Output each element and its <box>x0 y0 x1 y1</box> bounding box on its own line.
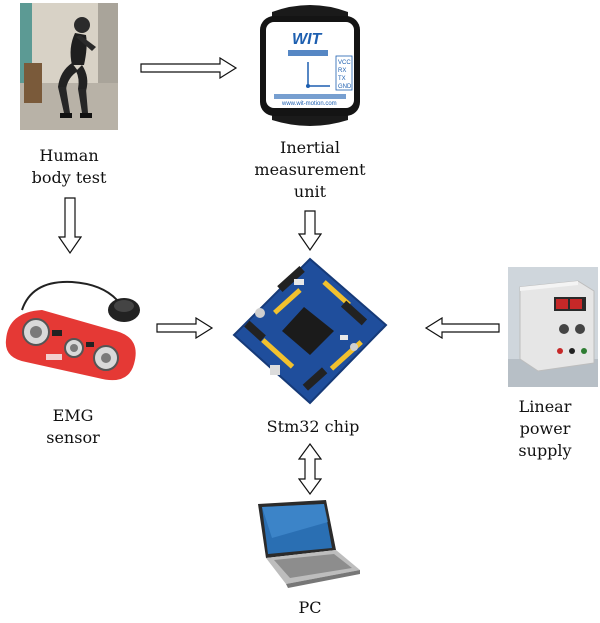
imu-label: Inertial measurement unit <box>245 137 375 203</box>
stm32-label: Stm32 chip <box>248 416 378 438</box>
imu-label-line-1: Inertial <box>280 138 340 157</box>
imu-url-text: www.wit-motion.com <box>281 101 337 107</box>
emg-label-line-2: sensor <box>46 428 100 447</box>
human-label-line-1: Human <box>39 146 99 165</box>
imu-pin-gnd: GND <box>338 84 352 90</box>
psu-label-line-2: power <box>519 419 571 438</box>
linear-power-supply-label: Linear power supply <box>490 396 600 462</box>
emg-sensor-board-icon <box>5 280 140 381</box>
stm32-board <box>230 255 390 415</box>
arrow-human-to-imu <box>140 57 238 79</box>
imu-pin-rx: RX <box>338 68 346 74</box>
stm32-dev-board-icon <box>232 257 388 405</box>
imu-pin-vcc: VCC <box>338 60 351 66</box>
imu-label-line-3: unit <box>293 182 327 201</box>
pc-label-line-1: PC <box>298 598 322 617</box>
emg-label-line-1: EMG <box>52 406 94 425</box>
psu-label-line-3: supply <box>518 441 572 460</box>
arrow-human-to-emg <box>58 197 82 255</box>
human-label-line-2: body test <box>31 168 107 187</box>
imu-label-line-2: measurement <box>254 160 366 179</box>
imu-sensor-icon: WIT VCC RX TX GND www.wit-motion.com <box>260 5 360 126</box>
arrow-psu-to-stm32 <box>424 317 500 339</box>
imu-pin-tx: TX <box>338 76 346 82</box>
arrow-emg-to-stm32 <box>156 317 214 339</box>
human-body-test-label: Human body test <box>14 145 124 189</box>
linear-power-supply-device <box>508 267 598 387</box>
stm32-label-line-1: Stm32 chip <box>266 417 360 436</box>
linear-power-supply-icon <box>508 267 598 387</box>
imu-brand-text: WIT <box>292 31 323 48</box>
arrow-imu-to-stm32 <box>298 210 322 252</box>
human-body-test-photo <box>20 3 118 130</box>
laptop-icon <box>258 500 360 588</box>
person-squatting-photo-icon <box>20 3 118 130</box>
emg-sensor-label: EMG sensor <box>18 405 128 449</box>
imu-device: WIT VCC RX TX GND www.wit-motion.com <box>252 2 368 130</box>
pc-label: PC <box>270 597 350 619</box>
pc-laptop <box>252 498 364 588</box>
emg-sensor-device <box>2 270 152 390</box>
arrow-stm32-pc-bidirectional <box>298 443 322 495</box>
psu-label-line-1: Linear <box>518 397 572 416</box>
